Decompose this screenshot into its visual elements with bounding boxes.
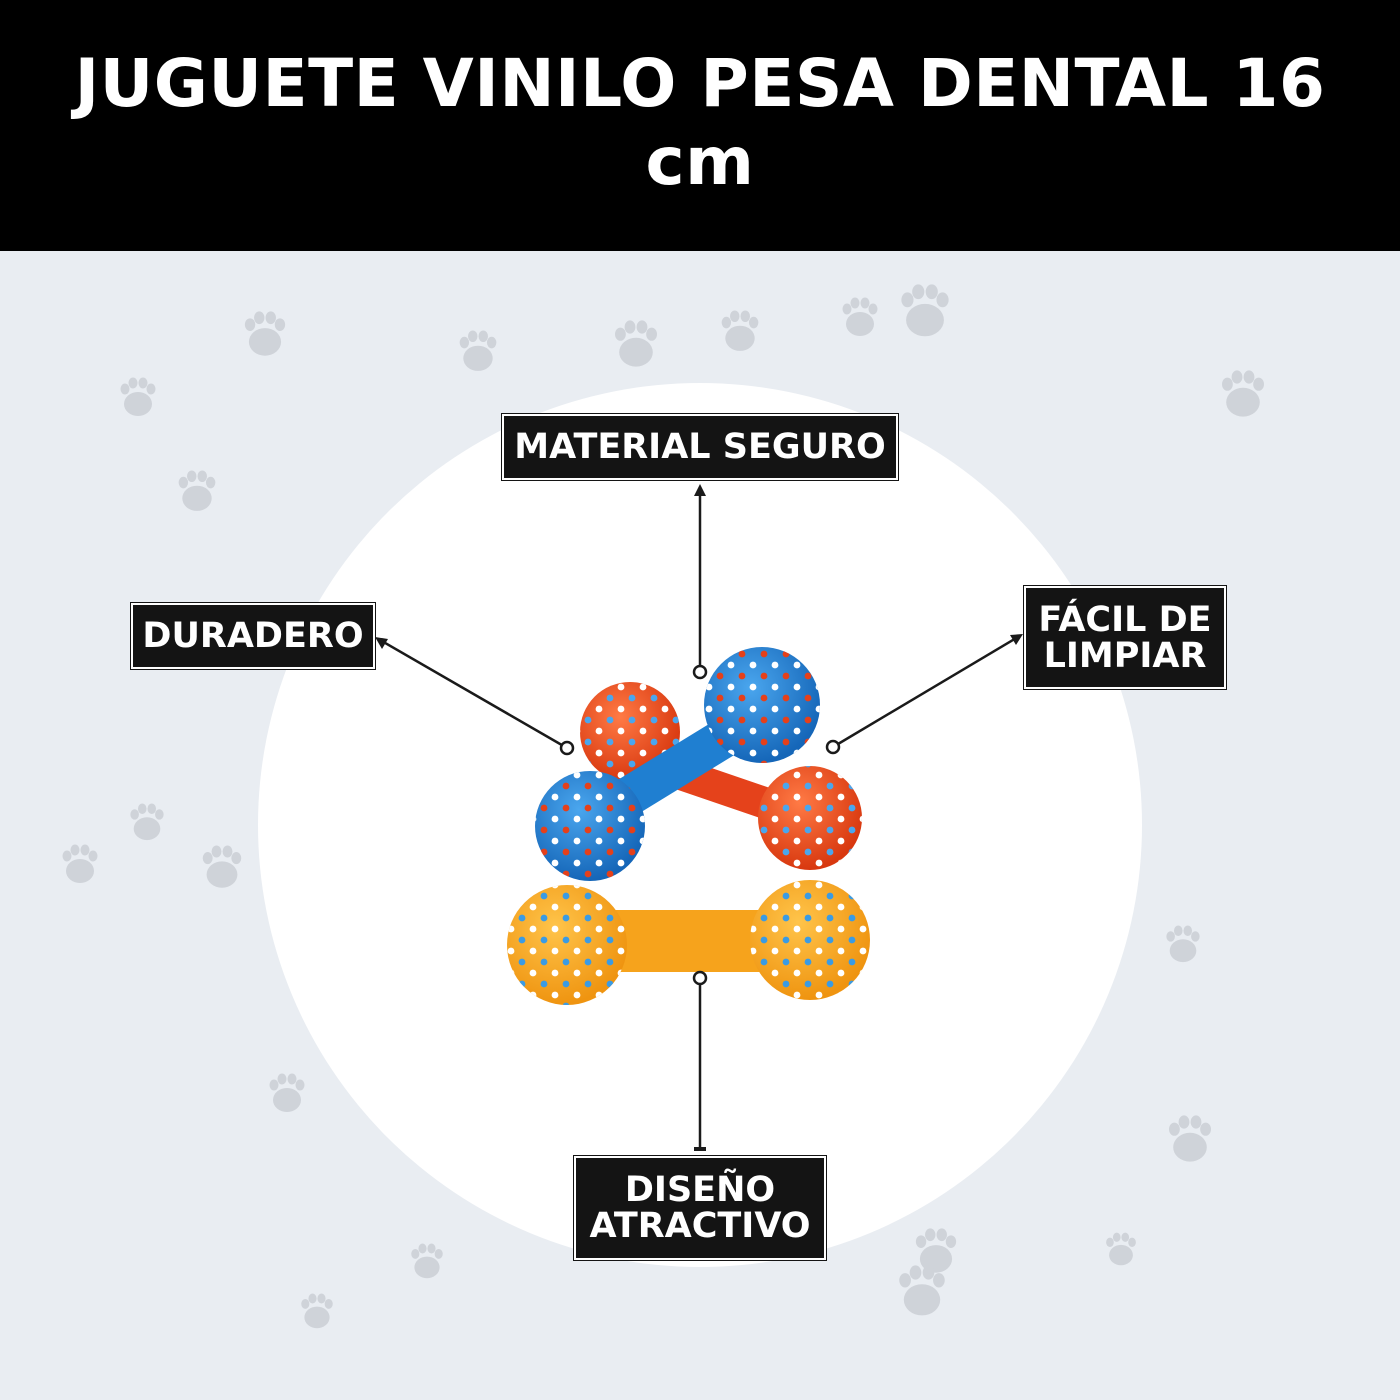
title-line-2: cm bbox=[645, 123, 755, 200]
feature-text: MATERIAL SEGURO bbox=[514, 427, 886, 467]
paw-print-icon bbox=[915, 1228, 957, 1273]
product-image bbox=[507, 647, 870, 1005]
paw-print-icon bbox=[178, 470, 216, 511]
blue-dumbbell-toy bbox=[535, 647, 820, 881]
feature-label-material-seguro: MATERIAL SEGURO bbox=[502, 414, 898, 480]
paw-print-icon bbox=[130, 803, 164, 841]
feature-text-line-2: LIMPIAR bbox=[1043, 635, 1207, 676]
paw-print-icon bbox=[615, 320, 657, 367]
paw-print-icon bbox=[120, 377, 156, 416]
red-dumbbell-toy bbox=[580, 682, 862, 870]
paw-print-icon bbox=[1106, 1232, 1136, 1266]
paw-print-icon bbox=[269, 1073, 305, 1112]
paw-print-icon bbox=[459, 330, 497, 371]
yellow-dumbbell-toy bbox=[507, 880, 870, 1005]
paw-print-icon bbox=[62, 844, 98, 883]
feature-text-line-1: DISEÑO bbox=[624, 1170, 776, 1210]
paw-print-icon bbox=[721, 310, 759, 351]
feature-text-line-2: ATRACTIVO bbox=[589, 1206, 811, 1246]
feature-text: DURADERO bbox=[142, 616, 364, 656]
paw-print-icon bbox=[901, 284, 949, 337]
paw-print-icon bbox=[411, 1243, 443, 1279]
paw-print-icon bbox=[202, 845, 242, 888]
title-banner: JUGUETE VINILO PESA DENTAL 16 cm bbox=[0, 0, 1400, 251]
feature-label-facil-de-limpiar: FÁCIL DE LIMPIAR bbox=[1024, 586, 1226, 689]
feature-label-duradero: DURADERO bbox=[131, 603, 375, 669]
feature-text-line-1: FÁCIL DE bbox=[1038, 599, 1212, 640]
paw-print-icon bbox=[1166, 925, 1200, 963]
paw-print-icon bbox=[842, 297, 878, 336]
paw-print-icon bbox=[1222, 370, 1264, 417]
paw-print-icon bbox=[899, 1265, 945, 1316]
paw-print-icon bbox=[244, 311, 286, 356]
product-title: JUGUETE VINILO PESA DENTAL 16 cm bbox=[75, 45, 1326, 201]
paw-print-icon bbox=[301, 1293, 333, 1329]
paw-print-icon bbox=[1169, 1115, 1211, 1162]
feature-label-diseno-atractivo: DISEÑO ATRACTIVO bbox=[574, 1156, 826, 1260]
title-line-1: JUGUETE VINILO PESA DENTAL 16 bbox=[74, 45, 1326, 122]
